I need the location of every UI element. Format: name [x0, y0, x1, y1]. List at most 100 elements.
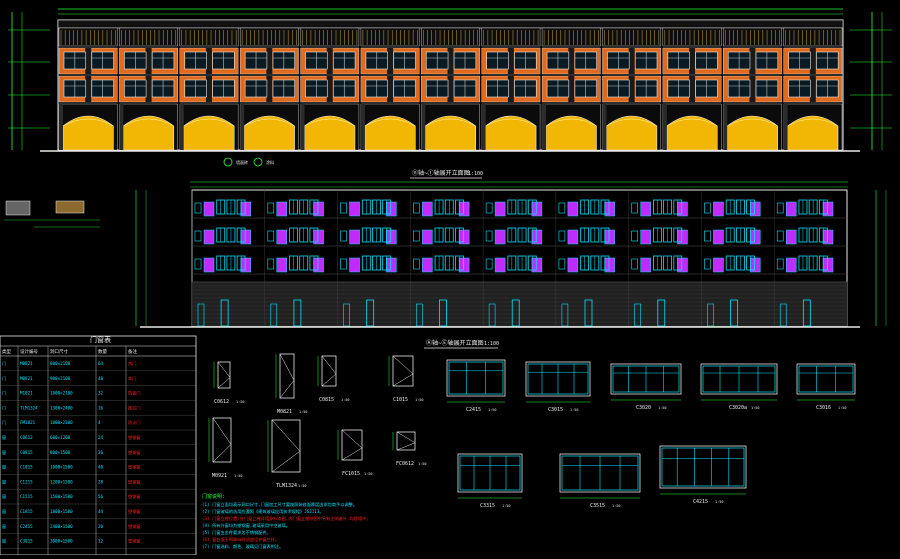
balcony-window	[386, 229, 397, 245]
table-cell: 窗	[2, 464, 6, 471]
table-cell: 32	[98, 391, 104, 396]
balcony-window	[749, 229, 761, 245]
table-cell: 门	[2, 419, 6, 426]
detail-scale: 1:50	[612, 504, 620, 508]
door	[488, 303, 496, 327]
balcony-window	[203, 201, 215, 217]
balcony-window	[313, 229, 324, 245]
balcony-window	[422, 229, 433, 245]
detail-scale: 1:50	[341, 398, 349, 402]
bottom-bay	[774, 190, 834, 327]
balcony-window	[822, 257, 834, 273]
table-cell: C1815	[20, 509, 33, 514]
balcony-window	[713, 201, 724, 217]
door	[197, 303, 205, 327]
note-line: (1) 门窗立面均表示洞口尺寸,门窗加工尺寸要按照装修面厚度由承包商予以调整。	[202, 501, 357, 508]
small-window	[704, 258, 711, 270]
detail-scale: 1:50	[570, 408, 578, 412]
pilaster	[205, 76, 212, 102]
table-cell: C1215	[20, 479, 33, 484]
balcony-window	[822, 201, 834, 217]
table-cell: 窗	[2, 449, 6, 456]
balcony-rail	[239, 27, 299, 47]
table-cell: 1000×2100	[50, 420, 73, 425]
small-window	[340, 202, 347, 214]
detail-scale: 1:50	[838, 406, 846, 410]
table-cell: 24	[98, 435, 104, 440]
small-window	[267, 258, 275, 270]
arch-opening	[364, 115, 416, 151]
table-cell: 3000×1500	[50, 539, 73, 544]
arch-opening	[787, 115, 839, 151]
table-cell: 窗	[2, 434, 6, 441]
door	[416, 303, 423, 327]
table-cell: 门	[2, 404, 6, 411]
pilaster	[628, 48, 635, 74]
balcony-window	[349, 201, 360, 217]
small-window	[631, 258, 638, 270]
table-cell: 门	[2, 360, 6, 367]
balcony-window	[604, 257, 615, 273]
table-cell: C1015	[20, 465, 33, 470]
table-cell: 塑钢窗	[128, 434, 141, 441]
balcony-window	[386, 257, 397, 273]
small-window	[704, 202, 711, 214]
small-window	[413, 202, 420, 214]
balcony-window	[785, 201, 797, 217]
detail-frame	[217, 361, 231, 389]
table-cell: 20	[98, 524, 104, 529]
door	[220, 299, 229, 327]
note-line: (2) 门窗玻璃的选用应遵照《建筑玻璃应用技术规程》JGJ113。	[202, 508, 324, 515]
table-cell: 窗	[2, 523, 6, 530]
balcony-window	[203, 257, 215, 273]
arch-opening	[304, 115, 356, 151]
pilaster	[387, 48, 394, 74]
table-cell: 窗	[2, 493, 6, 500]
balcony-rail	[119, 27, 178, 47]
small-window	[704, 230, 711, 242]
balcony-rail	[723, 27, 782, 47]
table-cell: C3015	[20, 539, 33, 544]
balcony-window	[458, 229, 470, 245]
detail-frame	[525, 361, 591, 397]
table-cell: 防火门	[128, 419, 141, 426]
pilaster	[326, 48, 333, 74]
balcony-rail	[662, 27, 722, 47]
small-window	[340, 230, 347, 242]
column	[240, 104, 245, 150]
pilaster	[326, 76, 333, 102]
detail-label: TLM1324	[276, 483, 297, 489]
bottom-elevation: Ⓐ轴~Ⓔ轴展开立面图 1:100	[135, 181, 887, 349]
right-level-marks	[850, 12, 892, 150]
top-bay	[481, 27, 541, 151]
detail-frame	[610, 363, 682, 395]
table-cell: 1300×2400	[50, 405, 73, 410]
small-window	[558, 230, 566, 242]
detail-frame	[796, 363, 856, 395]
door	[584, 299, 593, 327]
top-bay	[360, 27, 420, 151]
table-header-cell: 类型	[2, 348, 11, 355]
bottom-bay	[337, 190, 397, 327]
small-window	[194, 230, 202, 242]
balcony-rail	[783, 27, 843, 47]
top-bay	[602, 27, 662, 151]
table-header-cell: 洞口尺寸	[50, 348, 68, 355]
table-cell: 1000×1500	[50, 465, 73, 470]
door	[730, 299, 738, 327]
table-cell: 窗	[2, 508, 6, 515]
note-line: (4) 所有外窗均为塑钢窗,玻璃采用中空玻璃。	[202, 522, 290, 529]
column	[59, 104, 63, 150]
balcony-window	[640, 201, 651, 217]
